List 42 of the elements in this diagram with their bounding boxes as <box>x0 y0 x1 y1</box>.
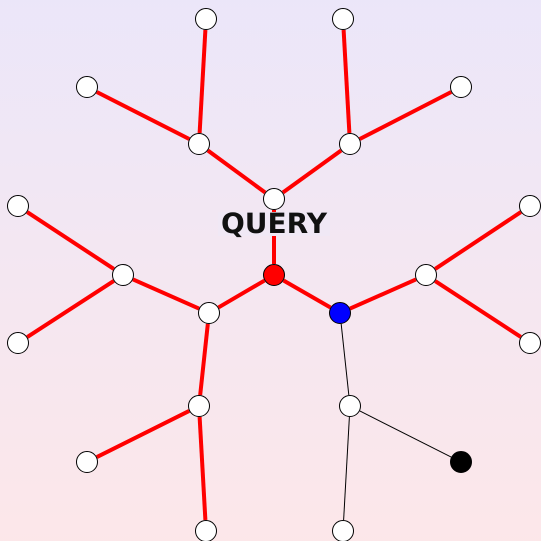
connector-line <box>198 324 210 396</box>
connector-line <box>132 278 200 310</box>
connector-line <box>96 90 190 141</box>
connector-line <box>198 416 208 520</box>
graph-node <box>339 133 361 155</box>
graph-node <box>332 520 354 541</box>
connector-line <box>282 148 342 194</box>
connector-line <box>282 278 332 310</box>
graph-node <box>450 451 472 473</box>
graph-node <box>76 76 98 98</box>
graph-node <box>195 8 217 30</box>
graph-node <box>188 395 210 417</box>
connector-line <box>359 410 452 458</box>
graph-node <box>263 264 285 286</box>
connector-line <box>340 323 350 396</box>
connector-line <box>217 278 266 310</box>
graph-node <box>195 520 217 541</box>
connector-line <box>198 30 208 134</box>
graph-node <box>339 395 361 417</box>
graph-node <box>519 195 541 217</box>
graph-node <box>112 264 134 286</box>
connector-line <box>342 30 352 134</box>
connector-line <box>206 148 266 194</box>
connector-line <box>358 90 452 141</box>
connector-line <box>26 210 115 271</box>
connector-line <box>96 409 190 459</box>
connector-line <box>26 279 115 339</box>
graph-node <box>7 332 29 354</box>
graph-node <box>263 188 285 210</box>
graph-node <box>332 8 354 30</box>
graph-node <box>198 302 220 324</box>
graph-node <box>76 451 98 473</box>
graph-node <box>519 332 541 354</box>
graph-node <box>329 302 351 324</box>
connector-line <box>434 279 522 339</box>
graph-node <box>7 195 29 217</box>
connector-line <box>434 210 522 271</box>
connector-line <box>343 416 350 521</box>
graph-node <box>450 76 472 98</box>
graph-node <box>415 264 437 286</box>
graph-node <box>188 133 210 155</box>
connector-line <box>349 278 417 310</box>
